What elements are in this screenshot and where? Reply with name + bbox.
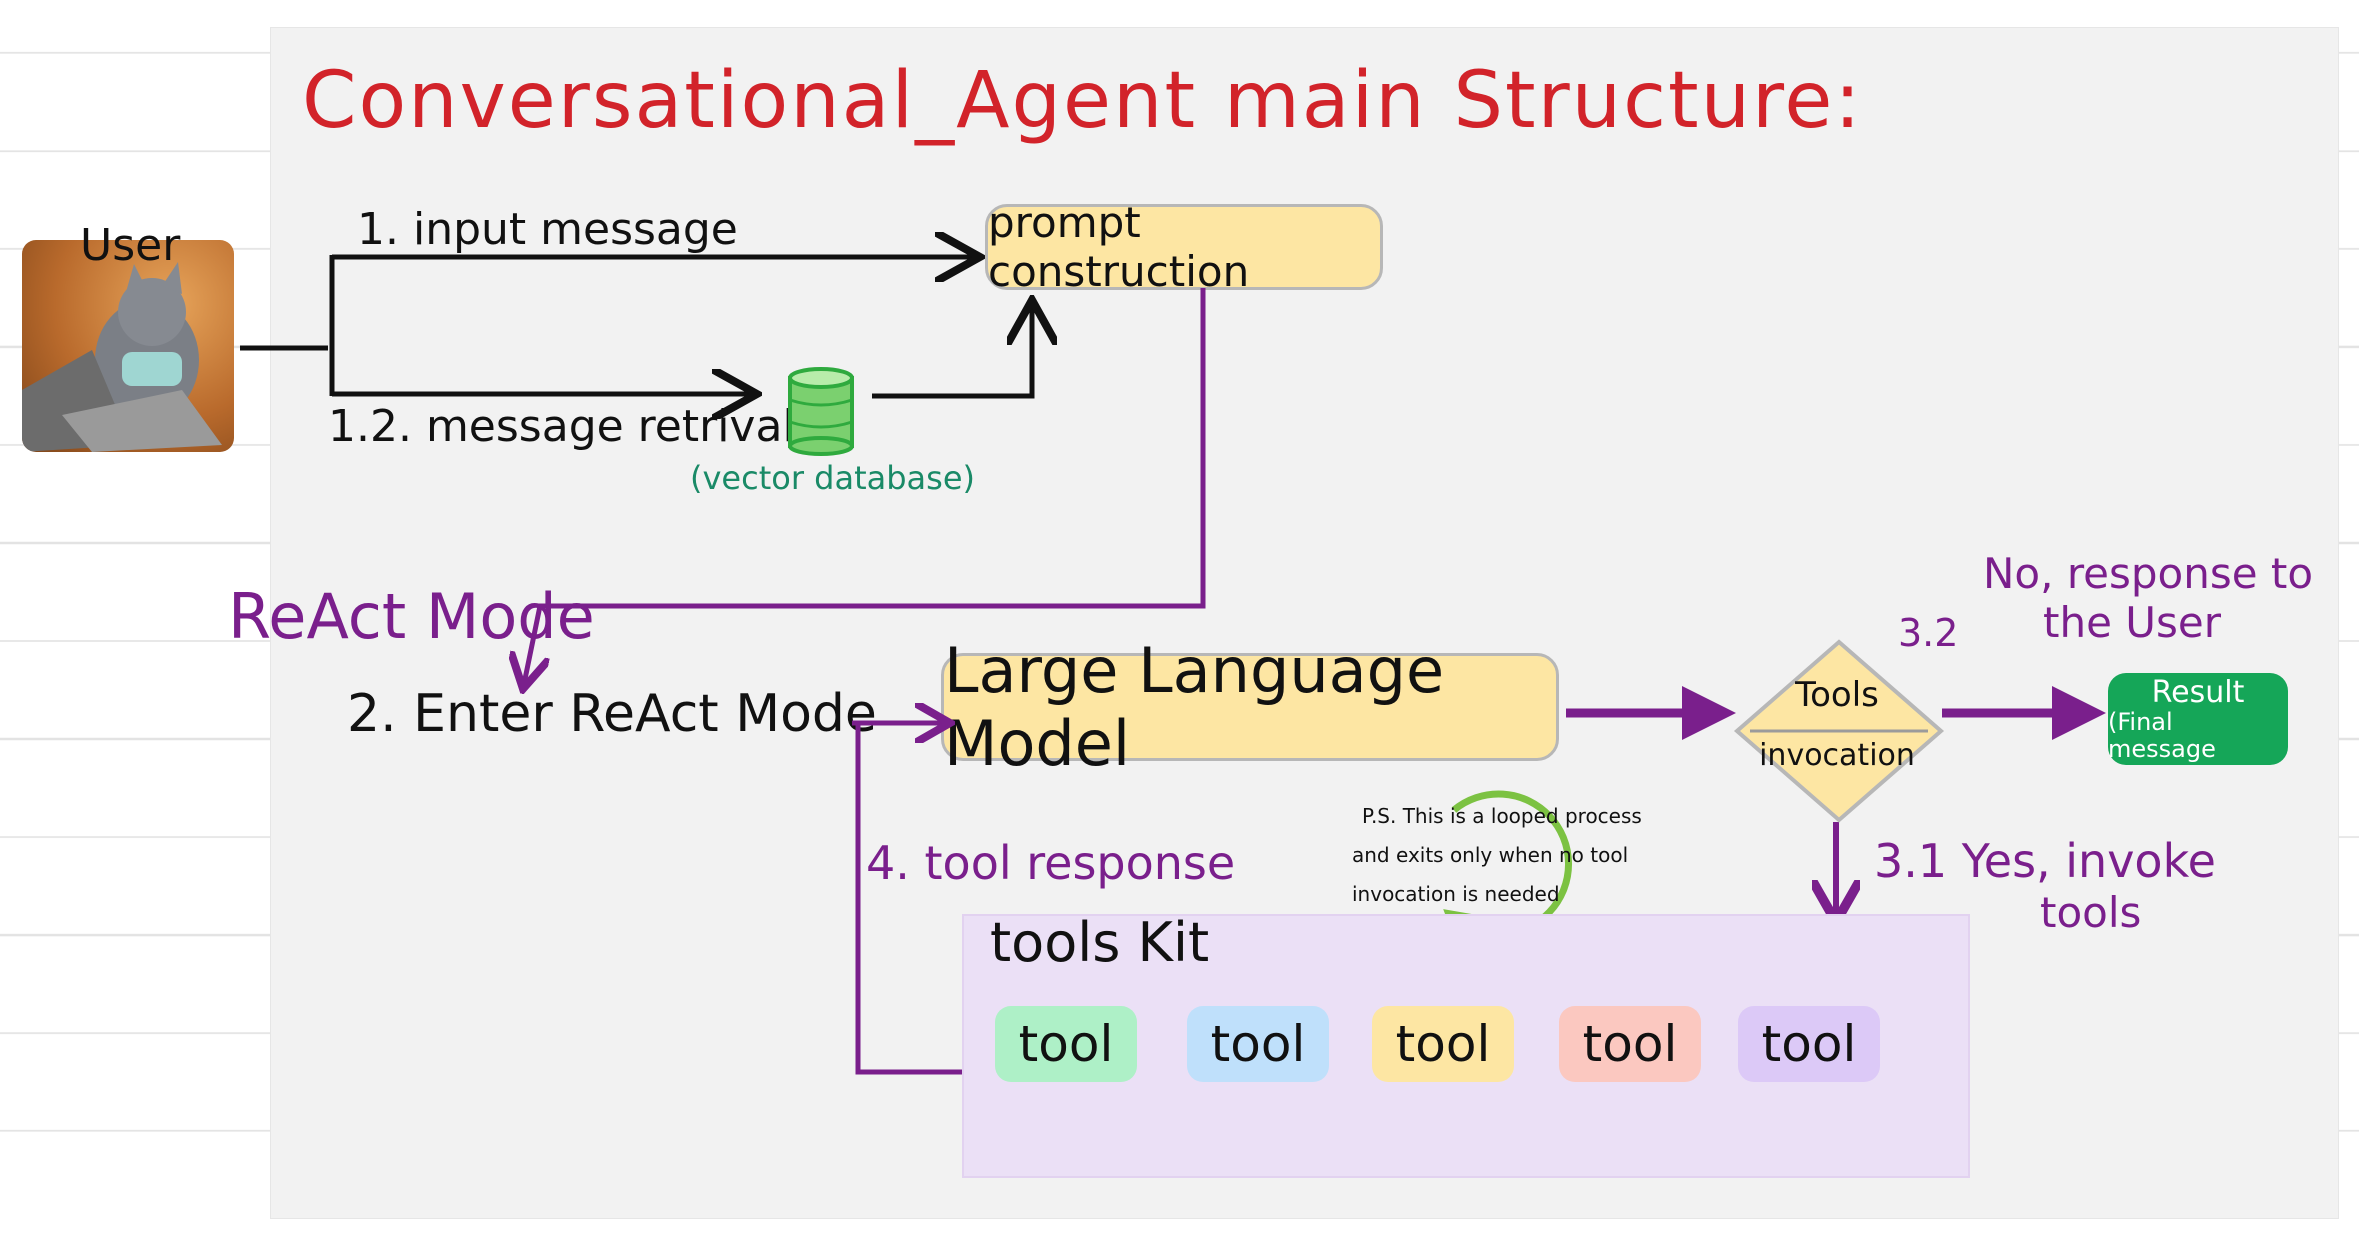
tool-card-4: tool — [1559, 1006, 1701, 1082]
branch-no-number: 3.2 — [1898, 611, 1959, 655]
result-subtitle: (Final message — [2108, 708, 2216, 763]
branch-yes-label-line2: tools — [2040, 888, 2142, 937]
tool-card-5: tool — [1738, 1006, 1880, 1082]
tool-label-1: tool — [1018, 1015, 1114, 1073]
tool-label-2: tool — [1210, 1015, 1306, 1073]
large-language-model-label: Large Language Model — [944, 634, 1445, 780]
user-label: User — [80, 220, 181, 271]
vector-database-label: (vector database) — [690, 459, 975, 497]
result-box: Result (Final message — [2108, 673, 2288, 765]
branch-no-label-line1: No, response to — [1983, 549, 2314, 598]
tool-label-4: tool — [1582, 1015, 1678, 1073]
user-avatar — [22, 240, 234, 452]
loop-note-line2: and exits only when no tool — [1352, 843, 1629, 867]
diagram-title: Conversational_Agent main Structure: — [302, 56, 1863, 146]
decision-label-line1: Tools — [1795, 675, 1879, 715]
tool-card-2: tool — [1187, 1006, 1329, 1082]
result-title: Result — [2151, 675, 2245, 711]
input-message-label: 1. input message — [357, 204, 738, 255]
loop-note-line1: P.S. This is a looped process — [1362, 804, 1642, 828]
tools-kit-title: tools Kit — [990, 911, 1210, 974]
database-icon — [788, 367, 854, 456]
tool-card-1: tool — [995, 1006, 1137, 1082]
cat-laptop-icon — [22, 262, 222, 452]
database-to-prompt-arrow — [872, 305, 1032, 399]
branch-yes-label-line1: 3.1 Yes, invoke — [1874, 834, 2216, 888]
prompt-construction-label: prompt construction — [988, 198, 1250, 296]
tool-label-3: tool — [1395, 1015, 1491, 1073]
branch-no-label-line2: the User — [2043, 598, 2222, 647]
prompt-to-react-arrow — [524, 288, 1206, 684]
tool-response-label: 4. tool response — [866, 836, 1236, 890]
large-language-model-box: Large Language Model — [941, 634, 1559, 780]
prompt-construction-box: prompt construction — [985, 198, 1383, 296]
enter-react-mode-label: 2. Enter ReAct Mode — [347, 684, 877, 744]
tools-invocation-diamond — [1733, 639, 1945, 823]
tool-label-5: tool — [1761, 1015, 1857, 1073]
tool-card-3: tool — [1372, 1006, 1514, 1082]
loop-note-line3: invocation is needed — [1352, 882, 1560, 906]
decision-label-line2: invocation — [1759, 738, 1915, 773]
tool-response-line — [855, 723, 962, 1075]
